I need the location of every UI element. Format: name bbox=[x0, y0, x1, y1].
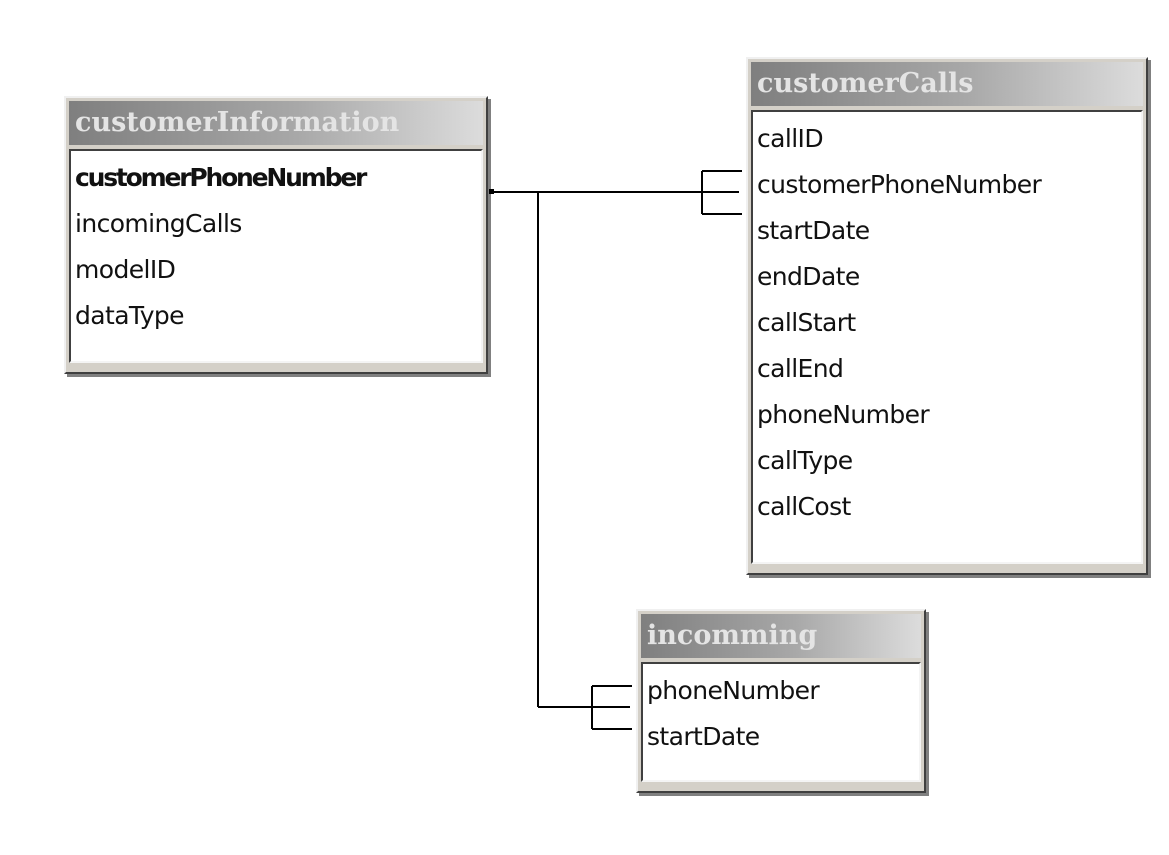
field-startDate[interactable]: startDate bbox=[647, 722, 760, 751]
table-title[interactable]: customerCalls bbox=[751, 62, 1143, 106]
field-customerPhoneNumber-pk[interactable]: customerPhoneNumber bbox=[75, 163, 367, 192]
field-incomingCalls[interactable]: incomingCalls bbox=[75, 209, 242, 238]
table-incomming[interactable]: incomming phoneNumber startDate bbox=[636, 609, 926, 793]
field-callCost[interactable]: callCost bbox=[757, 492, 851, 521]
table-customerInformation[interactable]: customerInformation customerPhoneNumber … bbox=[64, 96, 488, 374]
table-customerCalls[interactable]: customerCalls callID customerPhoneNumber… bbox=[746, 57, 1148, 575]
table-title[interactable]: customerInformation bbox=[69, 101, 483, 145]
table-title[interactable]: incomming bbox=[641, 614, 921, 658]
field-list: callID customerPhoneNumber startDate end… bbox=[751, 110, 1143, 564]
relationship-line-incomming[interactable] bbox=[537, 192, 632, 730]
field-list: phoneNumber startDate bbox=[641, 662, 921, 782]
crows-foot-many-icon bbox=[701, 170, 742, 215]
field-phoneNumber[interactable]: phoneNumber bbox=[647, 676, 820, 705]
field-customerPhoneNumber[interactable]: customerPhoneNumber bbox=[757, 170, 1042, 199]
field-endDate[interactable]: endDate bbox=[757, 262, 860, 291]
field-callEnd[interactable]: callEnd bbox=[757, 354, 844, 383]
field-startDate[interactable]: startDate bbox=[757, 216, 870, 245]
relationship-line-customerCalls[interactable] bbox=[489, 170, 742, 215]
crows-foot-many-icon bbox=[591, 685, 632, 730]
field-list: customerPhoneNumber incomingCalls modelI… bbox=[69, 149, 483, 363]
field-callType[interactable]: callType bbox=[757, 446, 853, 475]
field-dataType[interactable]: dataType bbox=[75, 301, 185, 330]
field-callID[interactable]: callID bbox=[757, 124, 824, 153]
field-modelID[interactable]: modelID bbox=[75, 255, 176, 284]
field-callStart[interactable]: callStart bbox=[757, 308, 856, 337]
relationship-anchor-one bbox=[489, 189, 494, 194]
field-phoneNumber[interactable]: phoneNumber bbox=[757, 400, 930, 429]
